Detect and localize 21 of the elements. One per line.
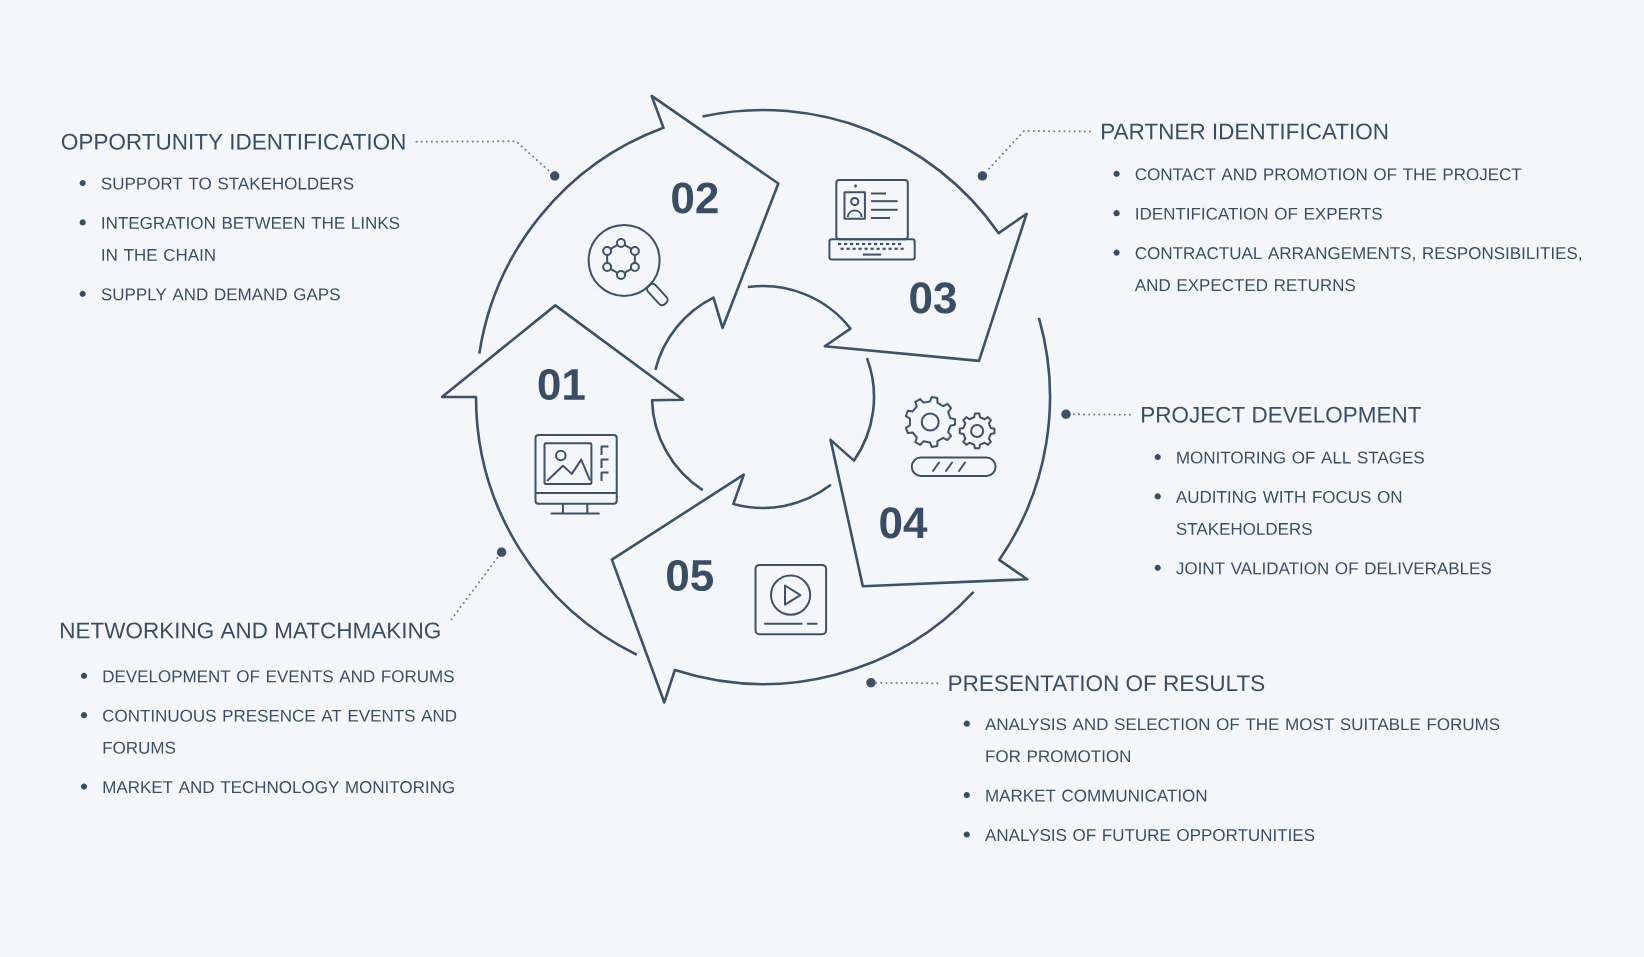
heading: OPPORTUNITY IDENTIFICATION [61,133,405,150]
list-item: DEVELOPMENT OF EVENTS AND FORUMS [103,670,454,683]
leader-line [874,681,939,685]
heading: PROJECT DEVELOPMENT [1142,406,1421,423]
list-item: INTEGRATION BETWEEN THE LINKS IN THE CHAIN [102,216,400,261]
list-item: AUDITING WITH FOCUS ON STAKEHOLDERS [1175,490,1402,535]
list-item: SUPPORT TO STAKEHOLDERS [101,177,354,190]
list-item: CONTINUOUS PRESENCE AT EVENTS AND FORUMS [103,709,457,754]
list-item: CONTACT AND PROMOTION OF THE PROJECT [1135,168,1522,181]
list-item: MARKET COMMUNICATION [986,789,1207,802]
leader-line [450,555,500,621]
list-item: MARKET AND TECHNOLOGY MONITORING [103,781,454,794]
list-item: ANALYSIS AND SELECTION OF THE MOST SUITABLE FORUMS FOR PROMOTION [985,718,1500,763]
list-item: ANALYSIS OF FUTURE OPPORTUNITIES [985,829,1315,842]
list-item: CONTRACTUAL ARRANGEMENTS, RESPONSIBILITIES, AND EXPECTED RETURNS [1134,247,1581,292]
list-item: MONITORING OF ALL STAGES [1177,451,1424,464]
list-item: SUPPLY AND DEMAND GAPS [101,288,340,301]
list-item: JOINT VALIDATION OF DELIVERABLES [1176,562,1491,575]
heading: PARTNER IDENTIFICATION [1102,123,1388,140]
heading: NETWORKING AND MATCHMAKING [61,622,440,639]
list-item: IDENTIFICATION OF EXPERTS [1136,207,1382,220]
